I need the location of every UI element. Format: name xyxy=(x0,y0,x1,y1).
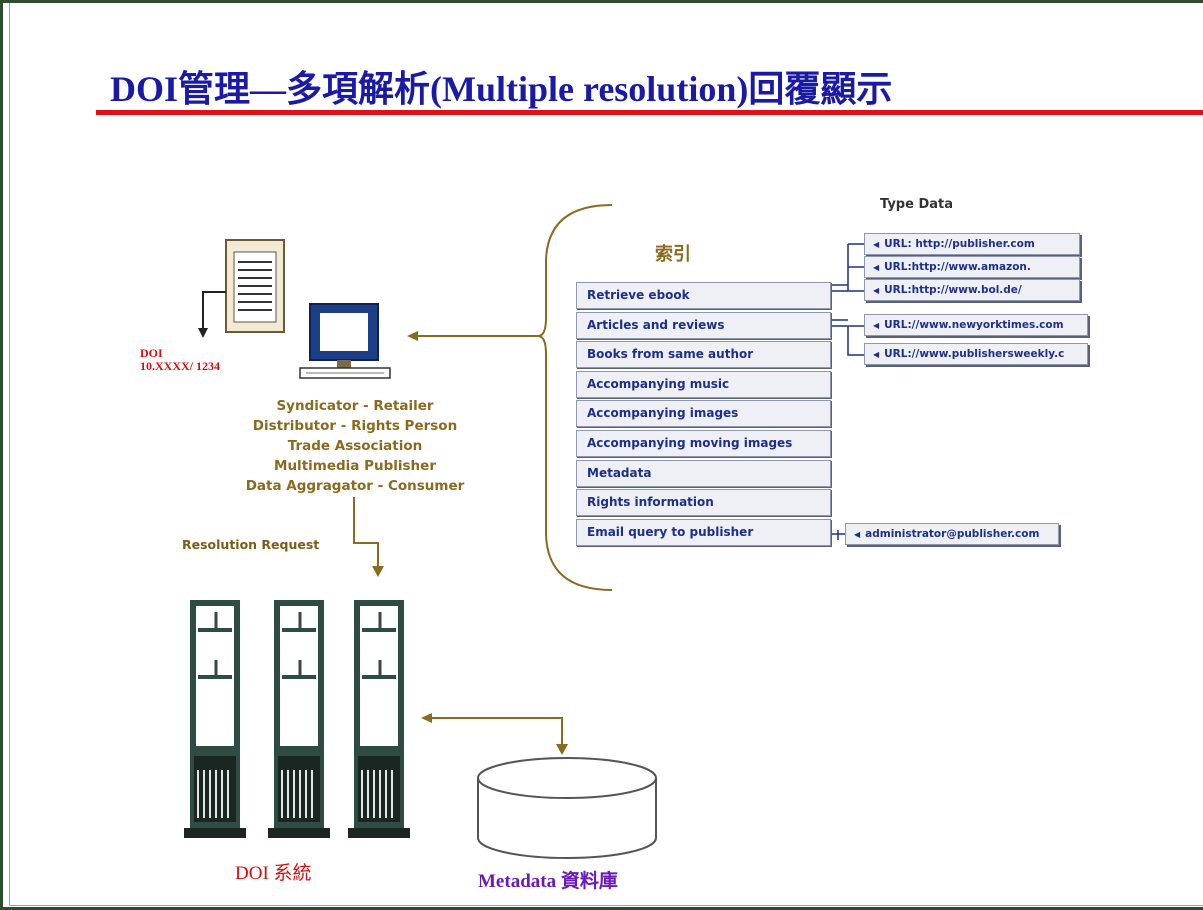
metadata-db-label: Metadata 資料庫 xyxy=(478,871,618,892)
resolution-request-label: Resolution Request xyxy=(182,537,320,552)
server-icon xyxy=(348,600,410,838)
document-icon xyxy=(225,239,285,333)
index-title: 索引 xyxy=(655,244,691,265)
menu-item-metadata[interactable]: Metadata xyxy=(576,459,831,487)
menu-item-retrieve-ebook[interactable]: Retrieve ebook xyxy=(576,282,831,309)
url-box-bol[interactable]: ◀ URL:http://www.bol.de/ xyxy=(864,279,1080,301)
slide-frame xyxy=(9,3,1203,906)
pointer-left-icon: ◀ xyxy=(873,263,880,272)
url-text: URL://www.newyorktimes.com xyxy=(884,319,1064,331)
response-arrow xyxy=(407,331,538,341)
doi-label-line1: DOI xyxy=(140,346,163,360)
pointer-left-icon: ◀ xyxy=(873,350,880,359)
slide-title: DOI管理—多項解析(Multiple resolution)回覆顯示 xyxy=(110,69,893,109)
role-item: Data Aggragator - Consumer xyxy=(245,478,465,494)
menu-url-connectors xyxy=(831,243,864,540)
role-list: Syndicator - Retailer Distributor - Righ… xyxy=(205,396,505,496)
url-text: URL: http://publisher.com xyxy=(884,238,1035,250)
menu-item-articles-reviews[interactable]: Articles and reviews xyxy=(576,311,831,339)
doi-system-label: DOI 系統 xyxy=(235,863,312,884)
resolution-request-arrow xyxy=(353,497,384,577)
database-icon xyxy=(477,757,657,859)
role-item: Syndicator - Retailer xyxy=(276,398,434,414)
url-box-nytimes[interactable]: ◀ URL://www.newyorktimes.com xyxy=(864,314,1088,336)
doc-to-doi-arrow xyxy=(198,291,226,338)
menu-item-email-query[interactable]: Email query to publisher xyxy=(576,518,831,546)
computer-icon xyxy=(299,303,391,379)
role-item: Distributor - Rights Person xyxy=(252,418,458,434)
menu-bracket xyxy=(537,204,613,591)
url-text: URL://www.publishersweekly.c xyxy=(884,348,1065,360)
url-text: URL:http://www.bol.de/ xyxy=(884,284,1022,296)
server-database-arrow xyxy=(421,713,568,755)
title-underline xyxy=(96,110,1203,115)
server-icon xyxy=(184,600,246,838)
server-icon xyxy=(268,600,330,838)
type-data-header: Type Data xyxy=(880,197,953,212)
menu-item-same-author[interactable]: Books from same author xyxy=(576,341,831,369)
menu-item-images[interactable]: Accompanying images xyxy=(576,400,831,428)
menu-item-rights[interactable]: Rights information xyxy=(576,489,831,517)
url-box-publisher[interactable]: ◀ URL: http://publisher.com xyxy=(864,233,1080,255)
pointer-left-icon: ◀ xyxy=(854,530,861,539)
pointer-left-icon: ◀ xyxy=(873,286,880,295)
url-box-amazon[interactable]: ◀ URL:http://www.amazon. xyxy=(864,256,1080,278)
url-text: URL:http://www.amazon. xyxy=(884,261,1031,273)
email-text: administrator@publisher.com xyxy=(865,528,1040,540)
resolution-menu: Retrieve ebook Articles and reviews Book… xyxy=(576,282,831,548)
doi-server-icons xyxy=(184,600,410,838)
pointer-left-icon: ◀ xyxy=(873,321,880,330)
pointer-left-icon: ◀ xyxy=(873,240,880,249)
role-item: Multimedia Publisher xyxy=(274,458,436,474)
menu-item-music[interactable]: Accompanying music xyxy=(576,370,831,398)
email-box-administrator[interactable]: ◀ administrator@publisher.com xyxy=(845,523,1059,545)
menu-item-moving-images[interactable]: Accompanying moving images xyxy=(576,429,831,457)
doi-label-line2: 10.XXXX/ 1234 xyxy=(140,359,220,373)
role-item: Trade Association xyxy=(287,438,423,454)
url-box-publishersweekly[interactable]: ◀ URL://www.publishersweekly.c xyxy=(864,343,1088,365)
